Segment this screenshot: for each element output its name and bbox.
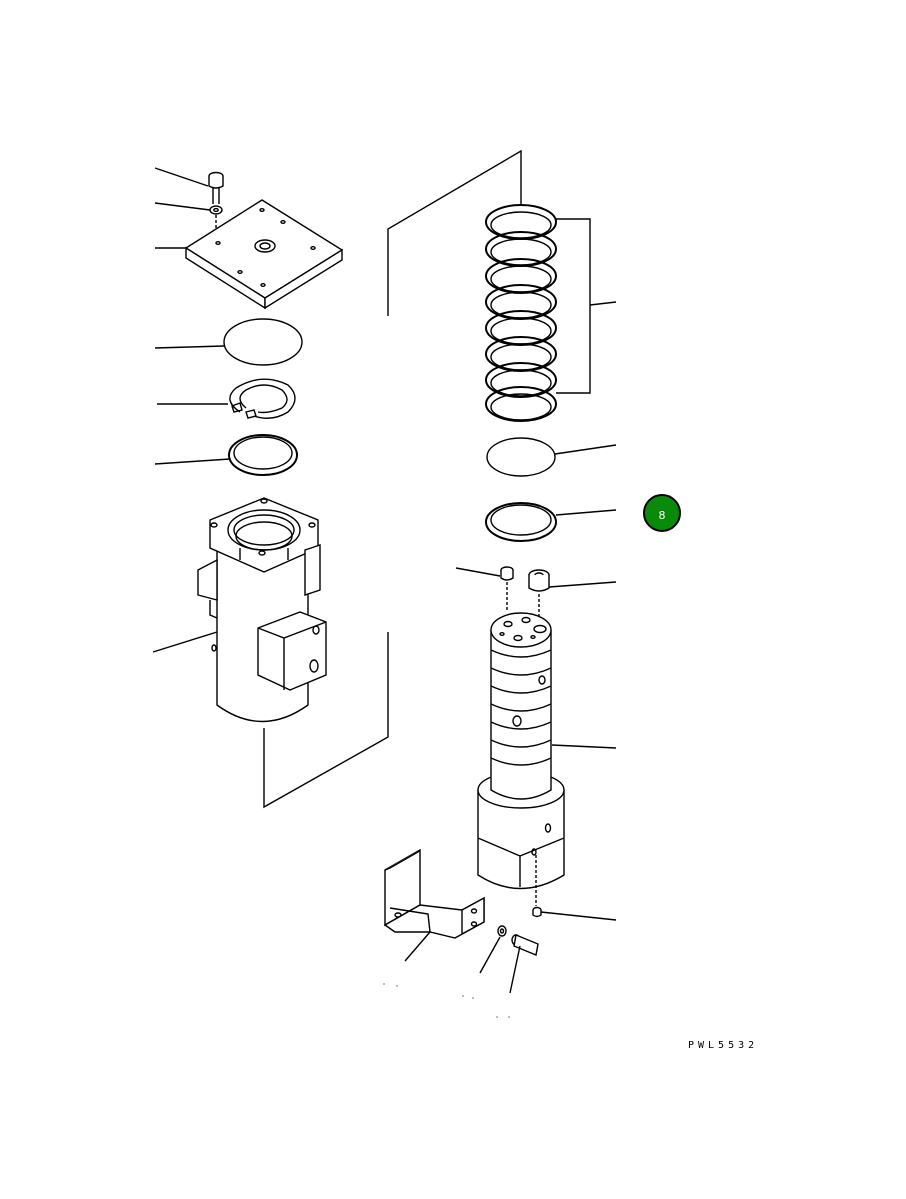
page-badge[interactable]: 8 bbox=[643, 494, 681, 532]
cover-plate-part bbox=[184, 199, 344, 310]
swivel-shaft-part bbox=[477, 612, 565, 890]
bolt-part bbox=[208, 171, 224, 204]
seal-ring-part-2 bbox=[485, 502, 557, 542]
leader-lines bbox=[152, 149, 617, 994]
stopper-bracket-part bbox=[383, 848, 485, 939]
small-washer-part bbox=[497, 925, 507, 937]
snap-ring-part bbox=[229, 378, 296, 419]
large-plug-part bbox=[528, 569, 550, 616]
swivel-body-part bbox=[197, 497, 327, 723]
drawing-number: PWL5532 bbox=[688, 1040, 759, 1051]
page-badge-label: 8 bbox=[658, 509, 666, 522]
bracket-bolt-part bbox=[511, 934, 539, 956]
o-ring-part-2 bbox=[486, 437, 556, 477]
seal-ring-stack-part bbox=[485, 204, 557, 422]
faint-callout-marks bbox=[383, 983, 510, 1018]
bottom-plug-part bbox=[532, 855, 542, 918]
seal-ring-part bbox=[228, 434, 298, 476]
o-ring-part bbox=[223, 318, 303, 366]
small-plug-part bbox=[500, 566, 514, 612]
